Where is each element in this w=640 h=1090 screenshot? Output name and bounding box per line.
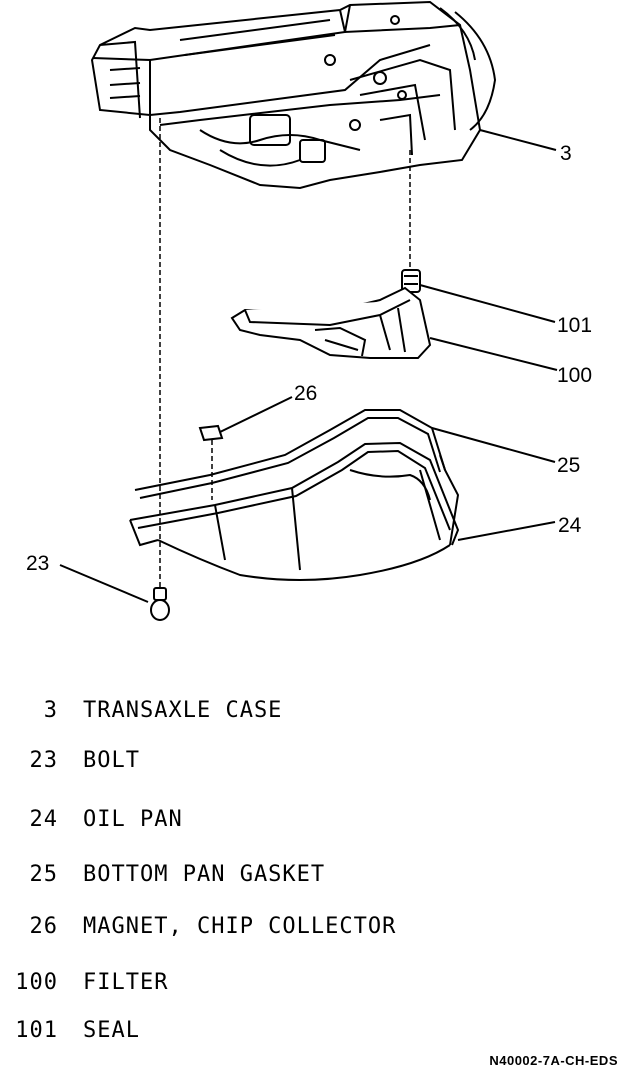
legend-item: 25 BOTTOM PAN GASKET	[0, 862, 640, 892]
legend-item: 100 FILTER	[0, 970, 640, 1000]
legend-item: 3 TRANSAXLE CASE	[0, 698, 640, 728]
legend-description: BOTTOM PAN GASKET	[83, 862, 326, 887]
legend-item: 23 BOLT	[0, 748, 640, 778]
legend-description: FILTER	[83, 970, 169, 995]
legend-number: 23	[29, 748, 58, 773]
callout-23: 23	[26, 552, 49, 575]
callout-24: 24	[558, 514, 582, 537]
legend-item: 26 MAGNET, CHIP COLLECTOR	[0, 914, 640, 944]
legend-number: 24	[29, 807, 58, 832]
callout-26: 26	[294, 382, 317, 405]
filter-drawing	[230, 286, 432, 359]
legend-number: 25	[29, 862, 58, 887]
callout-101: 101	[557, 314, 592, 337]
legend-item: 101 SEAL	[0, 1018, 640, 1048]
callout-3: 3	[560, 142, 572, 165]
drawing-code: N40002-7A-CH-EDS	[489, 1053, 618, 1068]
assembly-guide-lines	[159, 118, 411, 588]
seal-drawing	[401, 269, 421, 293]
leader-lines	[59, 129, 558, 603]
legend-description: MAGNET, CHIP COLLECTOR	[83, 914, 397, 939]
legend-description: TRANSAXLE CASE	[83, 698, 283, 723]
transaxle-case-drawing	[90, 0, 497, 190]
legend-description: BOLT	[83, 748, 140, 773]
legend-number: 101	[15, 1018, 58, 1043]
magnet-drawing	[198, 424, 224, 442]
exploded-parts-diagram: 3 101 100 26 25 24 23	[26, 0, 592, 621]
legend-description: OIL PAN	[83, 807, 183, 832]
bolt-drawing	[150, 587, 170, 621]
legend-description: SEAL	[83, 1018, 140, 1043]
callout-25: 25	[557, 454, 580, 477]
callout-100: 100	[557, 364, 592, 387]
legend-number: 26	[29, 914, 58, 939]
legend-item: 24 OIL PAN	[0, 807, 640, 837]
legend-number: 3	[43, 698, 58, 723]
legend-number: 100	[15, 970, 58, 995]
oil-pan-drawing	[129, 409, 460, 581]
